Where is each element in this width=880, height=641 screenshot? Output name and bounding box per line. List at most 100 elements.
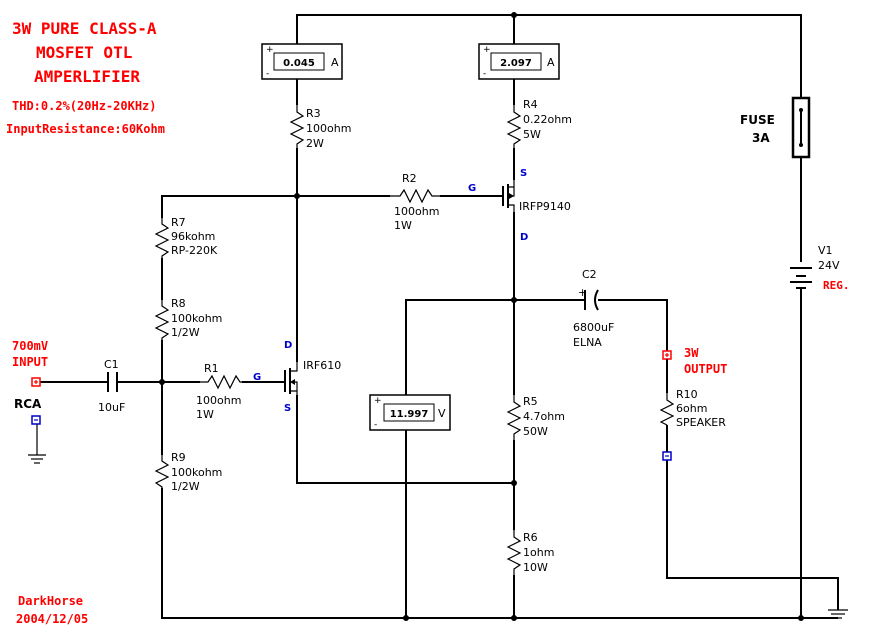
ammeter-2-unit: A — [547, 56, 555, 69]
title-block: 3W PURE CLASS-A MOSFET OTL AMPERLIFIER T… — [6, 19, 165, 136]
junctions — [159, 12, 804, 621]
r3-value: 100ohm — [306, 122, 351, 135]
r9-name: R9 — [171, 451, 186, 464]
q1-source-pin: S — [284, 403, 291, 414]
voltmeter-unit: V — [438, 407, 446, 420]
ammeter-1: + - 0.045 A — [261, 43, 343, 80]
ground-icon — [828, 609, 848, 619]
r9-value: 100kohm — [171, 466, 222, 479]
r9-rating: 1/2W — [171, 480, 200, 493]
r5-symbol — [506, 395, 522, 440]
output-power: 3W — [684, 346, 699, 360]
junction-dot — [403, 615, 409, 621]
v1-name: V1 — [818, 244, 833, 257]
c2-plate-minus — [594, 289, 599, 311]
input-level: 700mV — [12, 339, 48, 353]
r9-symbol — [154, 455, 170, 488]
author-date: 2004/12/05 — [16, 612, 88, 626]
q1-part-number: IRF610 — [303, 359, 341, 372]
junction-dot — [511, 615, 517, 621]
q2-drain-lead — [508, 204, 515, 212]
thd-spec: THD:0.2%(20Hz-20KHz) — [12, 99, 157, 113]
r3-rating: 2W — [306, 137, 324, 150]
junction-dot — [294, 193, 300, 199]
r1-name: R1 — [204, 362, 219, 375]
r6-name: R6 — [523, 531, 538, 544]
c1-value: 10uF — [98, 401, 125, 414]
r7-value: 96kohm — [171, 230, 215, 243]
ground-symbols — [28, 454, 848, 619]
title-line-1: 3W PURE CLASS-A — [12, 19, 157, 38]
r4-rating: 5W — [523, 128, 541, 141]
q1-gate-pin: G — [253, 372, 261, 383]
r2-rating: 1W — [394, 219, 412, 232]
r6-value: 1ohm — [523, 546, 554, 559]
c2-value: 6800uF — [573, 321, 614, 334]
resistors — [154, 105, 675, 575]
r5-rating: 50W — [523, 425, 548, 438]
r10-rating: SPEAKER — [676, 416, 726, 429]
q1-source-lead — [290, 390, 298, 395]
fuse-name: FUSE — [740, 113, 775, 127]
r6-rating: 10W — [523, 561, 548, 574]
r2-value: 100ohm — [394, 205, 439, 218]
r10-value: 6ohm — [676, 402, 707, 415]
r8-symbol — [154, 300, 170, 340]
voltmeter: + - 11.997 V — [369, 394, 451, 431]
meter-minus-sign: - — [374, 420, 377, 430]
ammeter-1-unit: A — [331, 56, 339, 69]
meter-minus-sign: - — [483, 69, 486, 79]
author-block: DarkHorse 2004/12/05 — [16, 594, 88, 626]
r8-value: 100kohm — [171, 312, 222, 325]
meter-minus-sign: - — [266, 69, 269, 79]
r8-rating: 1/2W — [171, 326, 200, 339]
r10-gnd-wire — [666, 425, 839, 610]
junction-dot — [798, 615, 804, 621]
r7-symbol — [154, 218, 170, 258]
c2-name: C2 — [582, 268, 597, 281]
r10-name: R10 — [676, 388, 698, 401]
r4-value: 0.22ohm — [523, 113, 572, 126]
r2-symbol — [390, 188, 440, 204]
volt-plus-wire — [405, 299, 585, 395]
title-line-3: AMPERLIFIER — [34, 67, 140, 86]
r6-symbol — [506, 530, 522, 575]
junction-dot — [511, 12, 517, 18]
r7-name: R7 — [171, 216, 186, 229]
q2-drain-pin: D — [520, 232, 528, 243]
q2-arrow — [509, 193, 514, 199]
meter-plus-sign: + — [266, 45, 274, 55]
v1-value: 24V — [818, 259, 840, 272]
rca-label: RCA — [14, 397, 42, 411]
q1s-return-wire — [296, 395, 514, 484]
voltmeter-value: 11.997 — [390, 409, 429, 420]
junction-dot — [511, 480, 517, 486]
r1-rating: 1W — [196, 408, 214, 421]
bottom-rail-wire — [161, 488, 838, 619]
q2-source-pin: S — [520, 168, 527, 179]
r7-rating: RP-220K — [171, 244, 218, 257]
fuse-pin — [799, 108, 803, 112]
ammeter-2-value: 2.097 — [500, 58, 532, 69]
meter-plus-sign: + — [374, 396, 382, 406]
junction-dot — [159, 379, 165, 385]
output-label: OUTPUT — [684, 362, 727, 376]
wires — [36, 14, 839, 619]
r10-symbol — [659, 393, 675, 426]
r8-name: R8 — [171, 297, 186, 310]
fuse-value: 3A — [752, 131, 770, 145]
q2-mosfet — [502, 180, 515, 212]
v1-note: REG. — [823, 279, 850, 292]
q2-gate-pin: G — [468, 183, 476, 194]
c1-name: C1 — [104, 358, 119, 371]
author-name: DarkHorse — [18, 594, 83, 608]
fuse — [791, 96, 811, 159]
top-rail-wire — [296, 14, 802, 98]
ammeter-1-value: 0.045 — [283, 58, 315, 69]
q2-part-number: IRFP9140 — [519, 200, 571, 213]
r3-symbol — [289, 105, 305, 148]
input-resistance-spec: InputResistance:60Kohm — [6, 122, 165, 136]
input-label: INPUT — [12, 355, 48, 369]
c2-r10-wire — [598, 299, 668, 393]
